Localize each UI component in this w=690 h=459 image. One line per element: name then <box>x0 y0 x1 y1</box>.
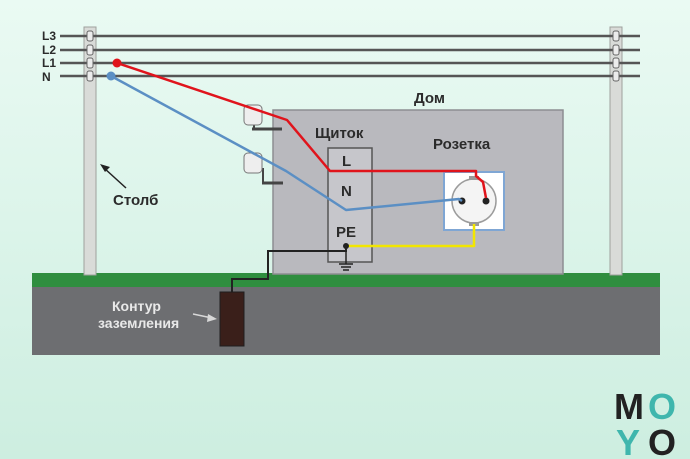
socket-label: Розетка <box>433 136 491 153</box>
neutral-wire <box>110 74 463 212</box>
pole-insulators <box>86 30 620 82</box>
ground-loop-label-2: заземления <box>98 315 179 331</box>
phase-wire <box>116 61 488 199</box>
pe-wire <box>346 224 476 248</box>
house-label: Дом <box>414 90 445 107</box>
label-l2: L2 <box>42 43 56 57</box>
pole-right <box>609 26 623 276</box>
soil <box>32 285 660 355</box>
label-l3: L3 <box>42 29 56 43</box>
pe-node <box>343 243 349 249</box>
logo-letter-m: M <box>614 386 644 427</box>
logo-letter-o1: O <box>648 386 676 427</box>
label-n: N <box>42 70 51 84</box>
socket-ground-clip-top <box>469 176 479 180</box>
neutral-tap-dot <box>106 71 116 81</box>
overhead-lines <box>60 34 640 78</box>
moyo-logo: M O Y O <box>614 386 676 459</box>
ground-loop-label-1: Контур <box>112 298 161 314</box>
panel-terminal-l: L <box>342 153 351 170</box>
panel-terminal-pe: PE <box>336 224 356 241</box>
panel-terminal-n: N <box>341 183 352 200</box>
panel-label: Щиток <box>315 125 364 142</box>
ground-loop-arrow <box>192 313 217 322</box>
ground-electrode <box>219 291 245 347</box>
logo-letter-o2: O <box>648 422 676 459</box>
pole-left <box>83 26 97 276</box>
pole-label: Столб <box>113 192 158 209</box>
grass-strip <box>32 273 660 287</box>
panel-box <box>327 147 373 263</box>
logo-letter-y: Y <box>616 422 640 459</box>
label-l1: L1 <box>42 56 56 70</box>
socket-hole-right <box>482 197 490 205</box>
pole-arrow <box>100 164 127 189</box>
phase-tap-dot <box>112 58 122 68</box>
